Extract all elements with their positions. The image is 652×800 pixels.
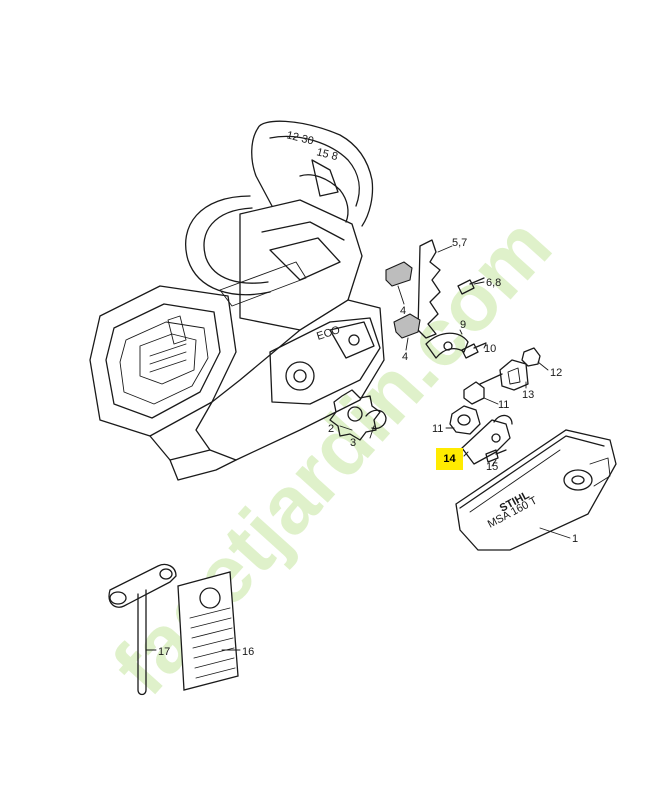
cable-loop-outer	[184, 195, 271, 296]
sprocket-side-plate	[269, 317, 381, 405]
part-13-slot	[507, 367, 521, 385]
part-3-circlip	[365, 409, 387, 430]
motor-housing	[195, 299, 385, 461]
part-9-hole	[443, 341, 453, 351]
battery-contacts	[149, 343, 187, 373]
label-5-7: 5,7	[452, 237, 467, 249]
label-4-lower: 4	[402, 351, 408, 363]
label-16: 16	[242, 646, 254, 658]
top-handle-outer	[257, 120, 374, 227]
top-handle-inner	[269, 135, 360, 207]
switch-window	[269, 237, 341, 281]
label-3: 3	[350, 437, 356, 449]
part-labels: 5,7 6,8 4 4 9 10 12 13 11 11 2 3 15 1 16…	[158, 237, 578, 658]
part-4-buffer-lower	[393, 313, 421, 339]
label-13: 13	[522, 389, 534, 401]
upper-housing	[239, 199, 363, 331]
label-1: 1	[572, 533, 578, 545]
chainsaw-body: ECO 12 30 15 8	[89, 120, 385, 481]
drive-hub-center	[293, 369, 307, 383]
label-10: 10	[484, 343, 496, 355]
part-4-buffer-upper	[385, 261, 413, 287]
housing-ridge	[261, 221, 345, 241]
part-11-knob	[449, 405, 481, 435]
battery-compartment-rim	[105, 303, 221, 419]
handle-rear	[251, 127, 273, 207]
lower-skirt	[149, 435, 211, 461]
label-4-upper: 4	[400, 305, 406, 317]
part-13-tensioner	[499, 359, 529, 391]
label-6-8: 6,8	[486, 277, 501, 289]
battery-compartment-outer	[89, 285, 237, 437]
part-14-clamp-lever	[461, 414, 513, 465]
label-14: 14	[443, 453, 456, 465]
part-1-sprocket-cover: STIHL MSA 160 T	[455, 429, 617, 551]
handle-mark-b: 15 8	[315, 146, 339, 163]
battery-latch	[167, 315, 187, 345]
oil-port	[348, 334, 360, 346]
part-2-sprocket	[329, 389, 381, 441]
part-17-wrench	[108, 563, 177, 696]
cable-loop-inner	[203, 207, 269, 284]
part-12-nut	[521, 347, 541, 367]
chain-guide	[329, 321, 375, 359]
label-11-upper: 11	[498, 399, 509, 411]
part-9-bracket	[425, 332, 469, 359]
part-5-7-chain-catcher	[417, 239, 441, 339]
base-edge	[169, 459, 237, 481]
handle-grip-inner	[299, 174, 349, 223]
label-2: 2	[328, 423, 334, 435]
part-6-8-screw	[457, 277, 485, 295]
battery-contact-area	[139, 333, 197, 385]
part-11-bolt-upper	[463, 373, 503, 405]
label-11-lower: 11	[432, 423, 443, 435]
label-12: 12	[550, 367, 562, 379]
part-15-screw	[485, 449, 507, 463]
label-15: 15	[486, 461, 498, 473]
highlighted-part-label-14[interactable]: 14	[436, 448, 463, 470]
handle-window	[311, 159, 339, 197]
battery-slot	[119, 321, 209, 405]
part-16-manual	[177, 571, 239, 691]
leader-lines	[145, 245, 571, 651]
part-10-screw	[461, 342, 487, 359]
throttle-bar	[219, 261, 307, 307]
drive-hub-ring	[285, 361, 315, 391]
label-17: 17	[158, 646, 170, 658]
label-9: 9	[460, 319, 466, 331]
handle-mark-a: 12 30	[285, 129, 315, 147]
